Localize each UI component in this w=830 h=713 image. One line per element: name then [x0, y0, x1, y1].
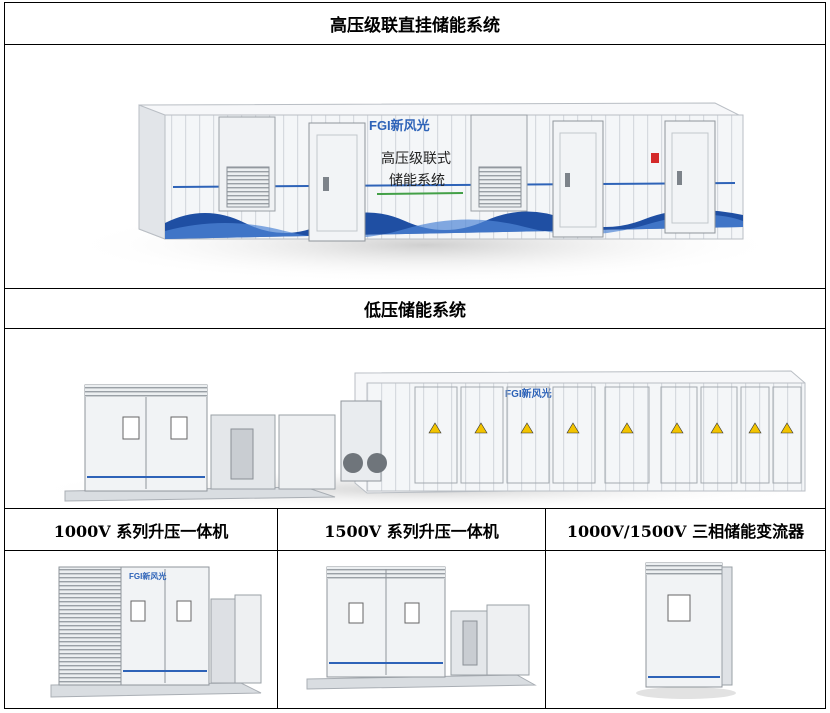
- section-title-text: 低压储能系统: [364, 301, 466, 321]
- label-1500v: 1500V 系列升压一体机: [324, 521, 499, 541]
- 1500v-unit-illustration: [306, 566, 537, 690]
- section-title-low-voltage: 低压储能系统: [5, 289, 825, 329]
- label-1000v: 1000V 系列升压一体机: [53, 521, 229, 541]
- image-cell-pcs: [545, 551, 825, 708]
- label-cell-pcs: 1000V/1500V 三相储能变流器: [545, 509, 825, 550]
- product-label-row: 1000V 系列升压一体机 1500V 系列升压一体机 1000V/1500V …: [5, 509, 825, 551]
- image-cell-1000v: FGI新风光: [5, 551, 277, 708]
- container-label-line-1: 高压级联式: [381, 150, 451, 167]
- product-image-row: FGI新风光: [5, 551, 825, 708]
- 1000v-unit-illustration: FGI新风光: [50, 566, 262, 698]
- brand-logo-1000v: FGI新风光: [129, 571, 166, 581]
- low-voltage-image: FGI新风光: [5, 329, 825, 509]
- container-label-line-2: 储能系统: [389, 173, 445, 189]
- label-cell-1000v: 1000V 系列升压一体机: [5, 509, 277, 550]
- label-pcs: 1000V/1500V 三相储能变流器: [566, 521, 805, 541]
- image-cell-1500v: [277, 551, 545, 708]
- section-title-text: 高压级联直挂储能系统: [330, 16, 500, 36]
- product-table: 高压级联直挂储能系统: [4, 2, 826, 709]
- brand-logo: FGI新风光: [369, 118, 430, 133]
- label-cell-1500v: 1500V 系列升压一体机: [277, 509, 545, 550]
- section-title-high-voltage: 高压级联直挂储能系统: [5, 3, 825, 45]
- low-voltage-system-illustration: FGI新风光: [25, 370, 825, 507]
- brand-logo-small: FGI新风光: [505, 387, 552, 400]
- high-voltage-image: FGI新风光 高压级联式 储能系统: [5, 45, 825, 289]
- high-voltage-container-illustration: FGI新风光 高压级联式 储能系统: [65, 102, 785, 283]
- pcs-unit-illustration: [635, 562, 736, 699]
